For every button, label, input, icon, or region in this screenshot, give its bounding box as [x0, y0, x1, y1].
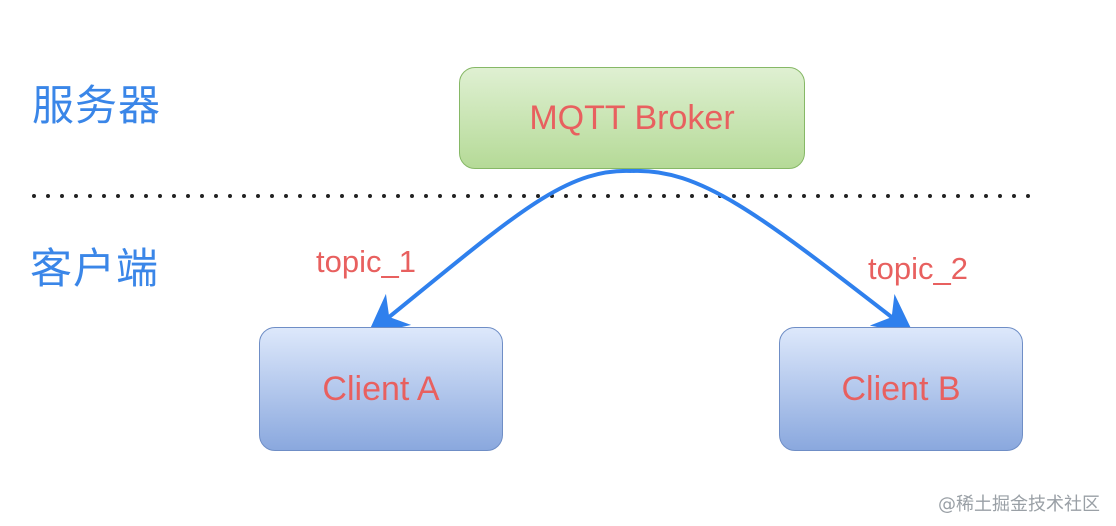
client-a-node: Client A	[259, 327, 503, 451]
topic-2-label: topic_2	[868, 251, 968, 286]
watermark: @稀土掘金技术社区	[938, 494, 1100, 515]
topic-1-label: topic_1	[316, 244, 416, 279]
broker-label: MQTT Broker	[529, 98, 735, 137]
client-tier-label: 客户端	[30, 244, 160, 293]
mqtt-broker-node: MQTT Broker	[459, 67, 805, 169]
client-a-label: Client A	[322, 369, 440, 408]
arrow-broker-to-client-a	[367, 168, 633, 335]
arrow-broker-to-client-b	[631, 168, 914, 335]
server-tier-label: 服务器	[32, 81, 162, 130]
client-b-label: Client B	[841, 369, 961, 408]
client-b-node: Client B	[779, 327, 1023, 451]
